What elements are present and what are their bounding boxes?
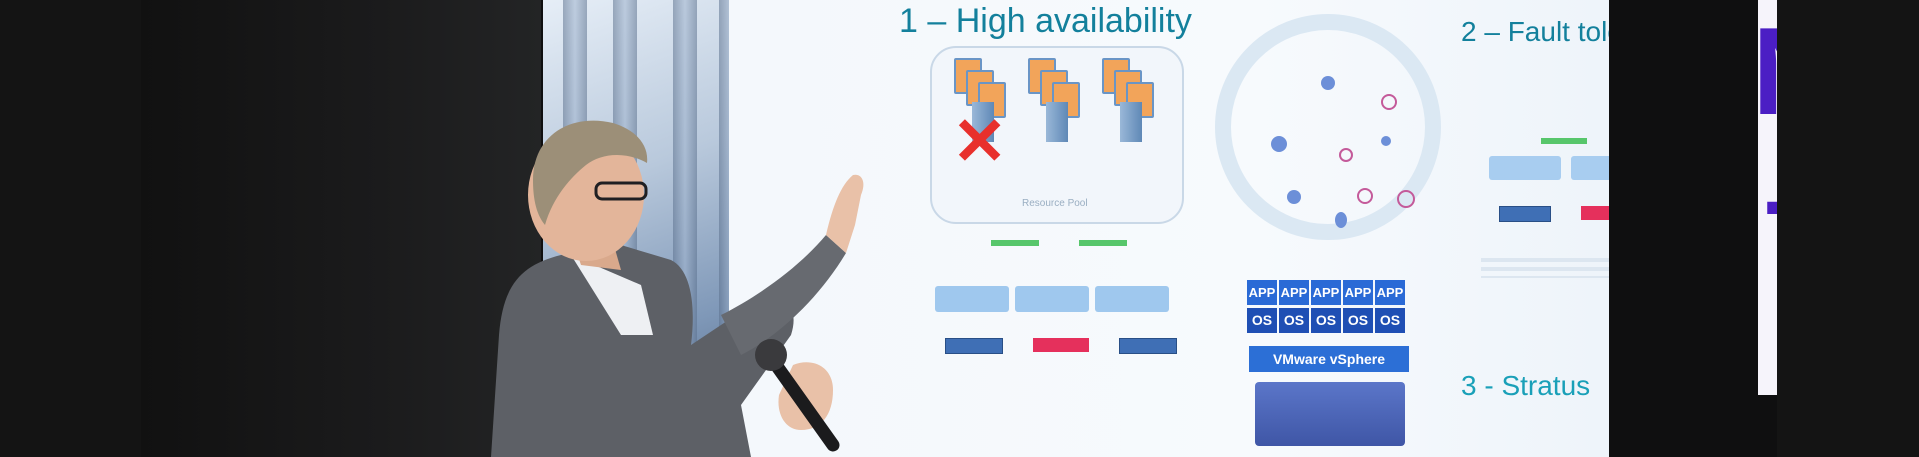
presenter-hair xyxy=(533,120,648,225)
vm-os-cell: OS xyxy=(1375,308,1405,333)
glasses-icon xyxy=(594,181,648,201)
vm-app-cell: APP xyxy=(1311,280,1341,305)
vm-app-cell: APP xyxy=(1247,280,1277,305)
migration-arrow-icon xyxy=(1079,240,1127,246)
slide-fine-print xyxy=(1481,258,1609,278)
sync-arrow-icon xyxy=(1541,138,1587,144)
heading-fault-tolerance: 2 – Fault tolerance xyxy=(1461,16,1609,47)
cluster-cycle-diagram xyxy=(1215,14,1441,240)
presenter-shirt-collar xyxy=(571,255,653,335)
esx-host-bar xyxy=(935,286,1009,312)
migration-arrow-icon xyxy=(991,240,1039,246)
dark-backdrop xyxy=(141,0,541,457)
storage-icon xyxy=(1119,338,1177,354)
vm-os-cell: OS xyxy=(1247,308,1277,333)
presenter-jacket xyxy=(491,245,794,457)
vm-os-cell: OS xyxy=(1343,308,1373,333)
vm-app-cell: APP xyxy=(1279,280,1309,305)
heading-high-availability: 1 – High availability xyxy=(899,2,1192,40)
presenter-hand xyxy=(826,174,864,253)
esx-host-bar xyxy=(1095,286,1169,312)
vm-app-cell: APP xyxy=(1375,280,1405,305)
rack-server-icon xyxy=(1255,382,1405,446)
vm-os-cell: OS xyxy=(1311,308,1341,333)
vm-app-cell: APP xyxy=(1343,280,1373,305)
banner-lettering-bottom: TA xyxy=(1766,186,1777,296)
host-server-icon xyxy=(1028,58,1088,142)
host-server-icon xyxy=(954,58,1014,142)
failure-x-icon: ✕ xyxy=(952,104,1008,178)
esx-host-bar xyxy=(1015,286,1089,312)
presentation-slide: 1 – High availability 2 – Fault toleranc… xyxy=(729,0,1609,457)
heading-stratus: 3 - Stratus xyxy=(1461,370,1591,401)
failed-storage-icon xyxy=(1581,206,1609,220)
microphone-icon xyxy=(762,348,840,452)
banner-lettering-top: NN xyxy=(1758,10,1777,134)
presenter-raised-arm xyxy=(721,235,846,355)
ft-host-bar xyxy=(1489,156,1561,180)
host-server-icon xyxy=(1102,58,1162,142)
resource-pool-label: Resource Pool xyxy=(1022,198,1088,209)
vm-os-cell: OS xyxy=(1279,308,1309,333)
failed-storage-icon xyxy=(1033,338,1089,352)
event-photo: 1 – High availability 2 – Fault toleranc… xyxy=(141,0,1777,457)
ft-host-bar xyxy=(1571,156,1609,180)
presenter xyxy=(491,120,864,457)
storage-icon xyxy=(945,338,1003,354)
storage-icon xyxy=(1499,206,1551,222)
resource-pool-diagram: ✕ Resource Pool xyxy=(930,46,1184,224)
event-banner: NN TA xyxy=(1758,0,1777,395)
vsphere-bar: VMware vSphere xyxy=(1249,346,1409,372)
